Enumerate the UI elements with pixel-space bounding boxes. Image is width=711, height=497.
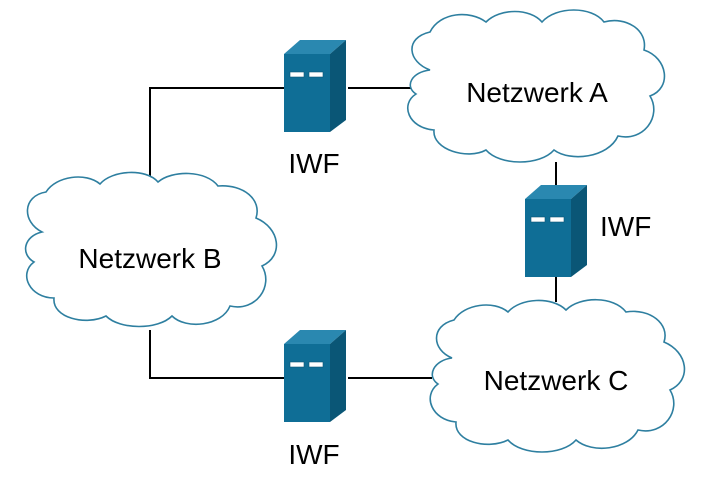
- cloud-netzwerk-a: Netzwerk A: [406, 9, 666, 163]
- iwf-top: IWF: [283, 39, 347, 179]
- cloud-icon: [24, 171, 278, 328]
- server-icon: [283, 39, 347, 133]
- cloud-icon: [429, 299, 686, 453]
- server-icon: [524, 184, 588, 278]
- iwf-right: IWF: [524, 184, 651, 278]
- link-b-to-top-iwf: [149, 87, 284, 180]
- iwf-top-label: IWF: [288, 148, 339, 179]
- server-icon: [283, 329, 347, 423]
- netzwerk-c-label: Netzwerk C: [484, 365, 629, 396]
- cloud-icon: [406, 9, 666, 163]
- netzwerk-a-label: Netzwerk A: [466, 77, 608, 108]
- iwf-right-label: IWF: [600, 211, 651, 242]
- cloud-netzwerk-b: Netzwerk B: [24, 171, 278, 328]
- connections: [149, 87, 557, 379]
- cloud-netzwerk-c: Netzwerk C: [429, 299, 686, 453]
- iwf-bottom: IWF: [283, 329, 347, 470]
- link-b-to-bottom-iwf: [149, 330, 284, 379]
- netzwerk-b-label: Netzwerk B: [78, 243, 221, 274]
- iwf-bottom-label: IWF: [288, 439, 339, 470]
